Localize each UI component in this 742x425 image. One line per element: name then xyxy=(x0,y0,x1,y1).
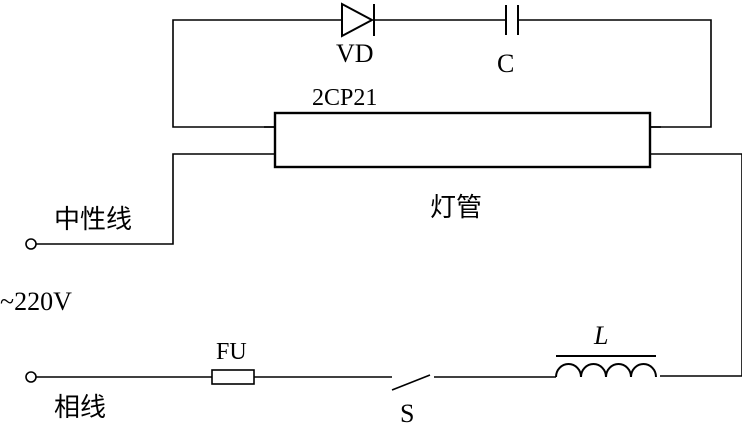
inductor-l xyxy=(555,355,657,378)
fluorescent-tube xyxy=(264,111,661,169)
fuse-fu xyxy=(211,369,255,385)
diode-vd xyxy=(341,2,375,38)
inductor-label: L xyxy=(593,321,608,350)
right-wire xyxy=(650,153,742,377)
neutral-label: 中性线 xyxy=(54,205,132,235)
phase-label: 相线 xyxy=(54,393,106,423)
top-loop-wires xyxy=(172,19,712,128)
neutral-wire xyxy=(36,153,275,245)
switch-s xyxy=(391,374,556,391)
capacitor-label: C xyxy=(497,49,514,78)
capacitor-c xyxy=(505,5,519,35)
neutral-terminal xyxy=(25,238,37,250)
diode-model-label: 2CP21 xyxy=(312,85,377,111)
phase-terminal xyxy=(25,371,37,383)
switch-label: S xyxy=(400,399,414,425)
voltage-label: ~220V xyxy=(0,287,72,316)
diode-name-label: VD xyxy=(336,39,374,68)
fuse-label: FU xyxy=(216,339,247,365)
tube-label: 灯管 xyxy=(430,193,482,223)
